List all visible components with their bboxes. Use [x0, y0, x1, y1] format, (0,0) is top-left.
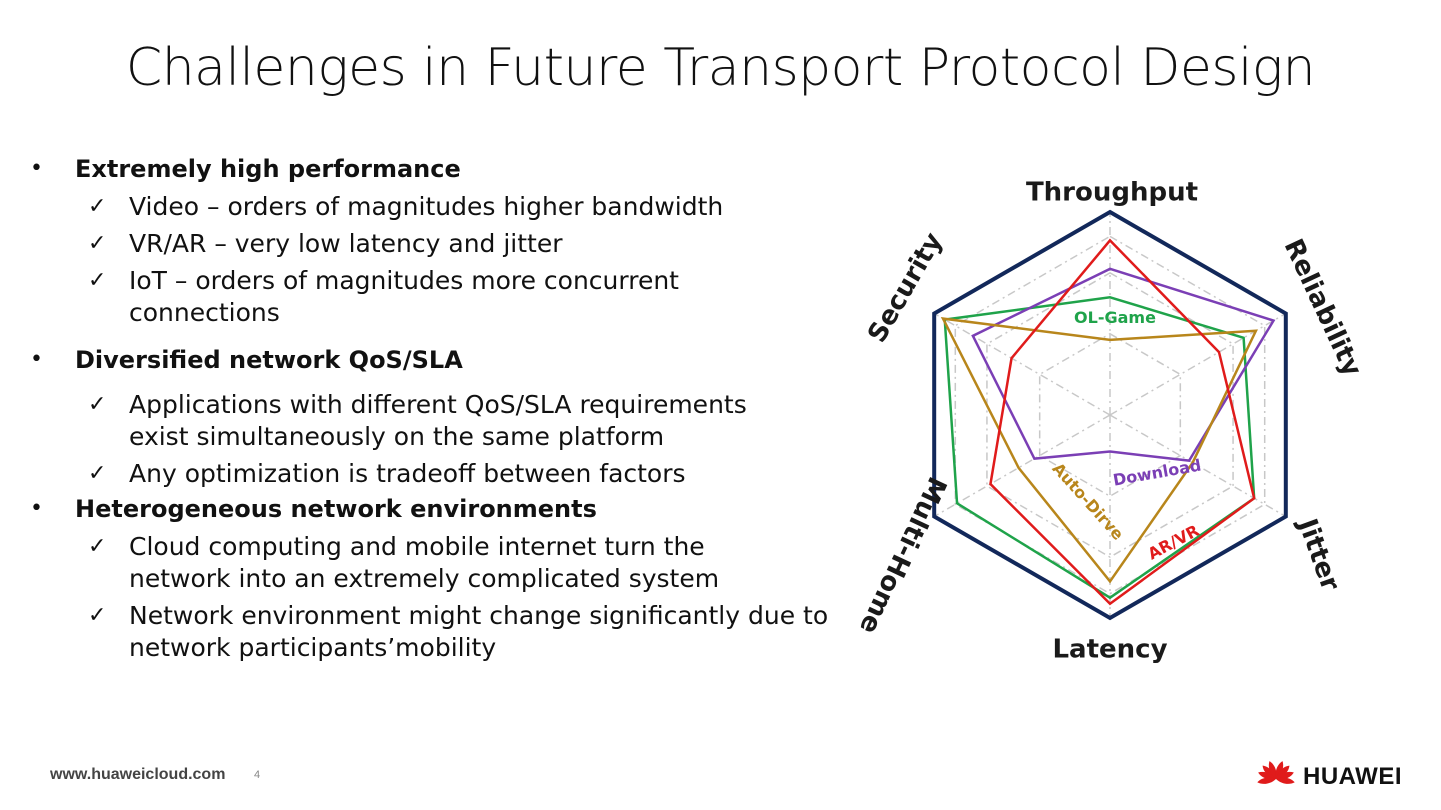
logo-petal: [1276, 777, 1295, 784]
radar-series-label: OL-Game: [1074, 308, 1156, 327]
section-heading: Diversified network QoS/SLA: [75, 346, 463, 374]
huawei-logo-icon: [1257, 761, 1295, 784]
radar-series-download: [971, 267, 1276, 463]
list-item: ✓ Cloud computing and mobile internet tu…: [88, 532, 720, 593]
logo-petal: [1257, 777, 1276, 784]
logo-petal: [1258, 771, 1276, 780]
footer-url: www.huaweicloud.com: [50, 766, 226, 783]
bullet-icon: •: [30, 347, 43, 372]
list-item: ✓ Any optimization is tradeoff between f…: [88, 459, 686, 488]
page-title: Challenges in Future Transport Protocol …: [125, 38, 1316, 98]
list-item: ✓ Network environment might change signi…: [88, 601, 829, 662]
radar-spoke: [1109, 414, 1287, 518]
radar-axis-label: Latency: [1052, 635, 1167, 665]
checkmark-icon: ✓: [88, 534, 107, 559]
bullet-list: • Extremely high performance ✓ Video – o…: [30, 152, 830, 664]
page-number: 4: [254, 769, 261, 781]
section-heading: Extremely high performance: [75, 155, 461, 183]
bullet-icon: •: [30, 496, 43, 521]
radar-spoke: [933, 312, 1111, 416]
bullet-icon: •: [30, 156, 43, 181]
radar-series-auto-dirve: [940, 317, 1258, 584]
section-heading: Heterogeneous network environments: [75, 495, 597, 523]
section-heterogeneous: • Heterogeneous network environments ✓ C…: [30, 492, 830, 664]
section-performance: • Extremely high performance ✓ Video – o…: [30, 152, 830, 329]
radar-axis-label: Throughput: [1026, 178, 1198, 208]
checkmark-icon: ✓: [88, 268, 107, 293]
checkmark-icon: ✓: [88, 392, 107, 417]
radar-series-ar-vr: [989, 238, 1256, 606]
radar-series-label: Download: [1111, 455, 1202, 489]
logo-petal: [1275, 761, 1284, 779]
list-item: ✓ Video – orders of magnitudes higher ba…: [88, 192, 724, 221]
radar-axis-label: Multi-Home: [853, 472, 952, 639]
checkmark-icon: ✓: [88, 603, 107, 628]
list-item: ✓ Applications with different QoS/SLA re…: [88, 390, 747, 451]
checkmark-icon: ✓: [88, 461, 107, 486]
radar-grid-ring: [986, 272, 1234, 558]
radar-grid-ring: [954, 235, 1266, 595]
logo-petal: [1276, 771, 1294, 780]
radar-spoke: [933, 414, 1111, 518]
radar-outline: [932, 209, 1288, 621]
radar-axis-label: Reliability: [1278, 234, 1368, 381]
list-item: ✓ IoT – orders of magnitudes more concur…: [88, 266, 679, 327]
logo-petal: [1268, 761, 1277, 779]
list-item: ✓ VR/AR – very low latency and jitter: [88, 229, 563, 258]
brand-name: HUAWEI: [1303, 763, 1402, 790]
checkmark-icon: ✓: [88, 231, 107, 256]
checkmark-icon: ✓: [88, 194, 107, 219]
radar-axis-label: Jitter: [1291, 513, 1345, 595]
section-qos: • Diversified network QoS/SLA ✓ Applicat…: [30, 343, 830, 490]
